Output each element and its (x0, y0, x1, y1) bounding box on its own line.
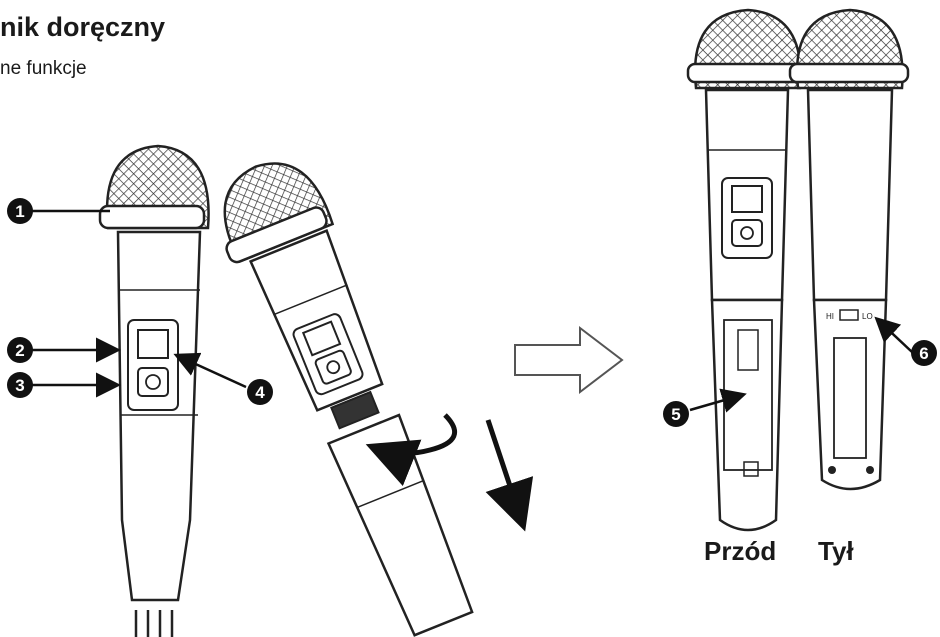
callout-line-6 (874, 316, 913, 353)
callout-badge-3: 3 (7, 372, 33, 398)
svg-text:1: 1 (15, 202, 24, 221)
callout-line-5 (689, 388, 747, 413)
mic-display (731, 185, 763, 213)
callout-line-4 (173, 352, 247, 389)
microphone-front-open (686, 8, 806, 532)
svg-text:6: 6 (919, 344, 928, 363)
callout-badge-4: 4 (247, 379, 273, 405)
mic-power-button (314, 349, 352, 385)
page-title: nik doręczny (0, 12, 166, 42)
back-label-plate (833, 337, 867, 459)
transition-arrow (514, 325, 624, 395)
microphone-front-labelled (98, 144, 210, 637)
mic-body (806, 88, 894, 302)
mic-display (301, 320, 342, 357)
mic-sleeve (326, 413, 474, 637)
svg-text:HI: HI (826, 312, 834, 321)
mic-body (116, 230, 202, 602)
mic-display (137, 329, 169, 359)
slide-down-arrow (485, 419, 534, 532)
svg-text:4: 4 (255, 383, 265, 402)
mic-power-button (731, 219, 763, 247)
battery-compartment (723, 319, 773, 471)
svg-text:5: 5 (671, 405, 680, 424)
caption-front: Przód (704, 536, 777, 566)
page-subtitle: ne funkcje (0, 58, 87, 79)
mic-ring (225, 206, 328, 264)
svg-text:2: 2 (15, 341, 24, 360)
caption-back: Tył (818, 536, 854, 566)
callout-badge-2: 2 (7, 337, 33, 363)
svg-text:3: 3 (15, 376, 24, 395)
mic-ring (686, 62, 806, 84)
microphone-back: HI LO (788, 8, 910, 491)
callout-badge-5: 5 (663, 401, 689, 427)
mic-ring (98, 204, 206, 230)
mic-power-button (137, 367, 169, 397)
mic-ring (788, 62, 910, 84)
callout-badge-6: 6 (911, 340, 937, 366)
mic-battery-switch (330, 390, 380, 430)
callout-badge-1: 1 (7, 198, 33, 224)
twist-arrow (365, 413, 458, 487)
hi-lo-switch (839, 309, 859, 321)
microphone-tilted-opening (223, 162, 474, 637)
svg-text:LO: LO (862, 312, 873, 321)
mic-antenna-base (134, 610, 174, 637)
